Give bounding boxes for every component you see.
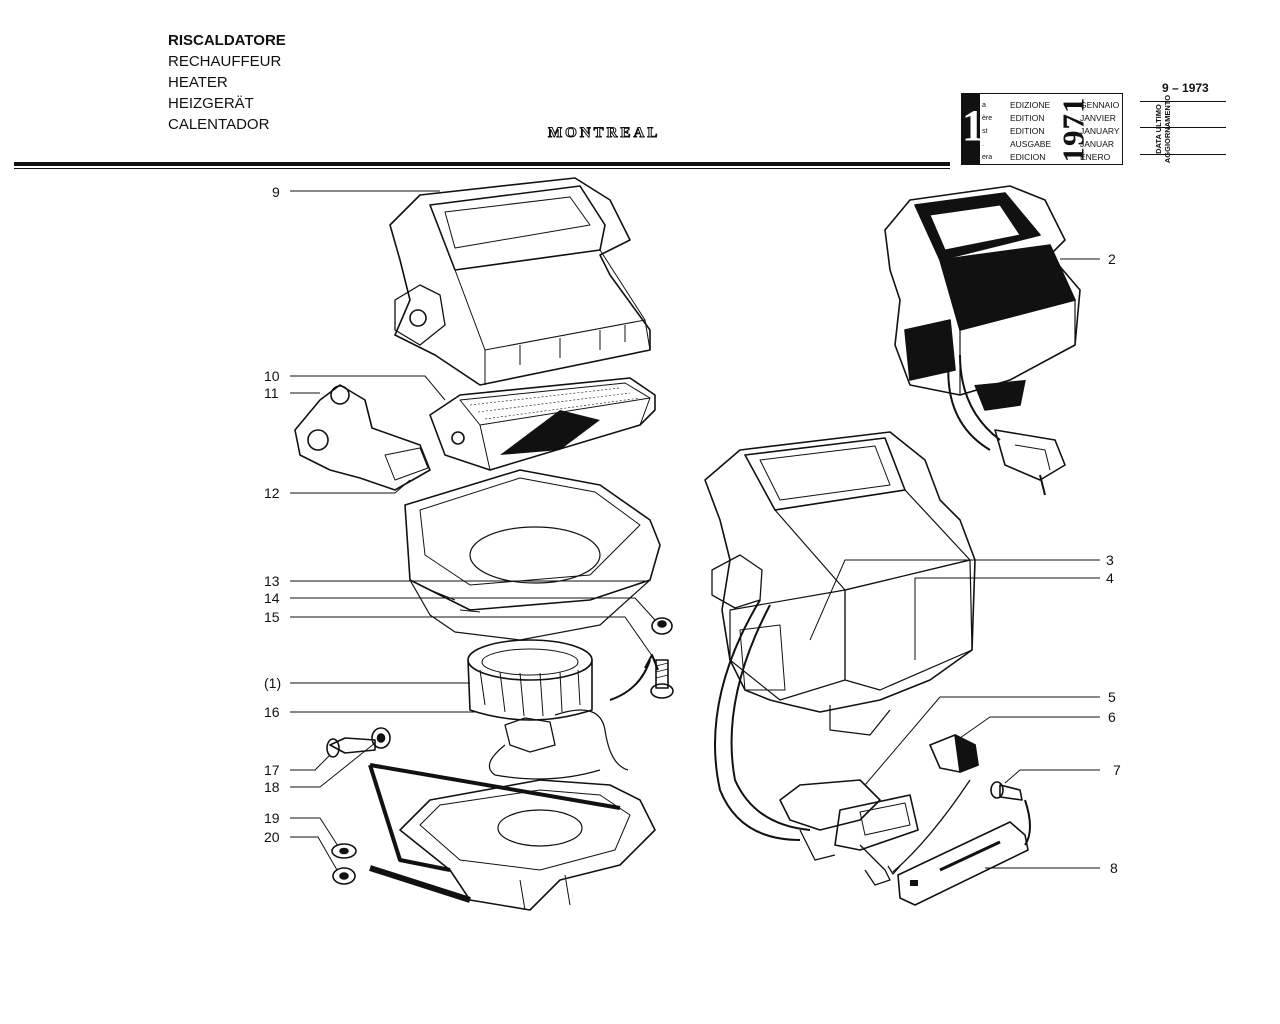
leader-17	[290, 754, 331, 771]
callout-7: 7	[1113, 762, 1121, 778]
callout-4: 4	[1106, 570, 1114, 586]
title-fr: RECHAUFFEUR	[168, 53, 282, 70]
title-de: HEIZGERÄT	[168, 95, 254, 112]
suffix-it: a	[982, 102, 986, 109]
suffix-en: st	[982, 128, 988, 135]
edition-words: EDIZIONE EDITION EDITION AUSGABE EDICION	[1010, 99, 1051, 164]
leader-lines	[290, 190, 1100, 871]
leader-7	[1004, 769, 1100, 784]
part-2-heater-assembly	[884, 185, 1081, 496]
callout-10: 10	[264, 368, 280, 384]
edition-word-es: EDICION	[1010, 152, 1046, 162]
edition-word-de: AUSGABE	[1010, 139, 1052, 149]
callout-2: 2	[1108, 251, 1116, 267]
part-9-upper-housing	[389, 177, 651, 386]
callout-15: 15	[264, 609, 280, 625]
part-8-trim-plate	[897, 799, 1031, 906]
edition-word-it: EDIZIONE	[1010, 100, 1051, 110]
model-logo: MONTREAL	[547, 125, 661, 142]
leader-5	[864, 696, 1100, 786]
callout-16: 16	[264, 704, 280, 720]
leader-3	[809, 559, 1100, 641]
callout-8: 8	[1110, 860, 1118, 876]
callout-6: 6	[1108, 709, 1116, 725]
callout-20: 20	[264, 829, 280, 845]
callout-17: 17	[264, 762, 280, 778]
leader-19	[290, 817, 339, 847]
leader-6	[959, 716, 1100, 739]
part-6-knob	[929, 734, 979, 773]
part-7-screw	[990, 781, 1023, 801]
leader-18	[290, 742, 376, 788]
part-15-bolt	[650, 659, 674, 699]
edition-word-fr: EDITION	[1010, 113, 1045, 123]
month-en: JANUARY	[1080, 126, 1120, 136]
part-16-blower-motor	[467, 639, 659, 780]
callout-5: 5	[1108, 689, 1116, 705]
suffix-es: era	[982, 154, 993, 161]
callout-9: 9	[272, 184, 280, 200]
update-line-3	[1140, 154, 1226, 155]
callout-1: (1)	[264, 675, 281, 691]
header-rule-thin	[14, 168, 950, 169]
callout-11: 11	[264, 385, 279, 401]
suffix-fr: ère	[982, 115, 993, 122]
arrowhead-knob	[887, 865, 901, 875]
title-it: RISCALDATORE	[168, 32, 286, 49]
edition-number-block: 1	[962, 94, 984, 164]
edition-suffixes: a ère st . era	[982, 99, 992, 164]
title-es: CALENTADOR	[168, 116, 270, 133]
part-19-washer	[331, 843, 357, 859]
title-en: HEATER	[168, 74, 228, 91]
part-bottom-cover	[368, 763, 656, 911]
month-de: JANUAR	[1080, 139, 1115, 149]
suffix-de: .	[982, 141, 984, 148]
part-11-water-valve	[294, 384, 431, 491]
part-12-lower-housing	[404, 469, 661, 641]
leader-20	[290, 836, 338, 871]
part-3-4-heater-assembly	[704, 431, 976, 841]
leader-15	[290, 616, 656, 661]
part-17-screw	[326, 737, 376, 758]
header-rule	[14, 162, 950, 166]
update-line-1	[1140, 101, 1226, 102]
page-titles: RISCALDATORE RECHAUFFEUR HEATER HEIZGERÄ…	[168, 30, 286, 135]
month-fr: JANVIER	[1080, 113, 1116, 123]
callout-18: 18	[264, 779, 280, 795]
leader-10	[290, 375, 446, 401]
part-14-nut	[651, 617, 673, 635]
edition-box: 1 a ère st . era EDIZIONE EDITION EDITIO…	[961, 93, 1123, 165]
callout-3: 3	[1106, 552, 1114, 568]
month-es: ENERO	[1080, 152, 1111, 162]
callout-19: 19	[264, 810, 280, 826]
callout-14: 14	[264, 590, 280, 606]
update-date: 9 – 1973	[1162, 81, 1209, 95]
callout-12: 12	[264, 485, 280, 501]
edition-word-en: EDITION	[1010, 126, 1045, 136]
edition-number: 1	[962, 101, 984, 150]
update-line-2	[1140, 127, 1226, 128]
leader-12	[290, 479, 411, 494]
part-18-nut	[371, 727, 391, 749]
part-10-heater-core	[429, 377, 656, 471]
callout-labels: 9 10 11 12 13 14 15 (1) 16 17 18 19 20 2…	[264, 184, 1121, 876]
part-20-nut	[332, 867, 356, 885]
edition-months: GENNAIO JANVIER JANUARY JANUAR ENERO	[1080, 99, 1120, 164]
leader-14	[290, 597, 656, 621]
leader-4	[914, 577, 1100, 660]
arrow-knob	[892, 779, 971, 873]
part-5-control-assembly	[779, 779, 919, 886]
month-it: GENNAIO	[1080, 100, 1120, 110]
callout-13: 13	[264, 573, 280, 589]
